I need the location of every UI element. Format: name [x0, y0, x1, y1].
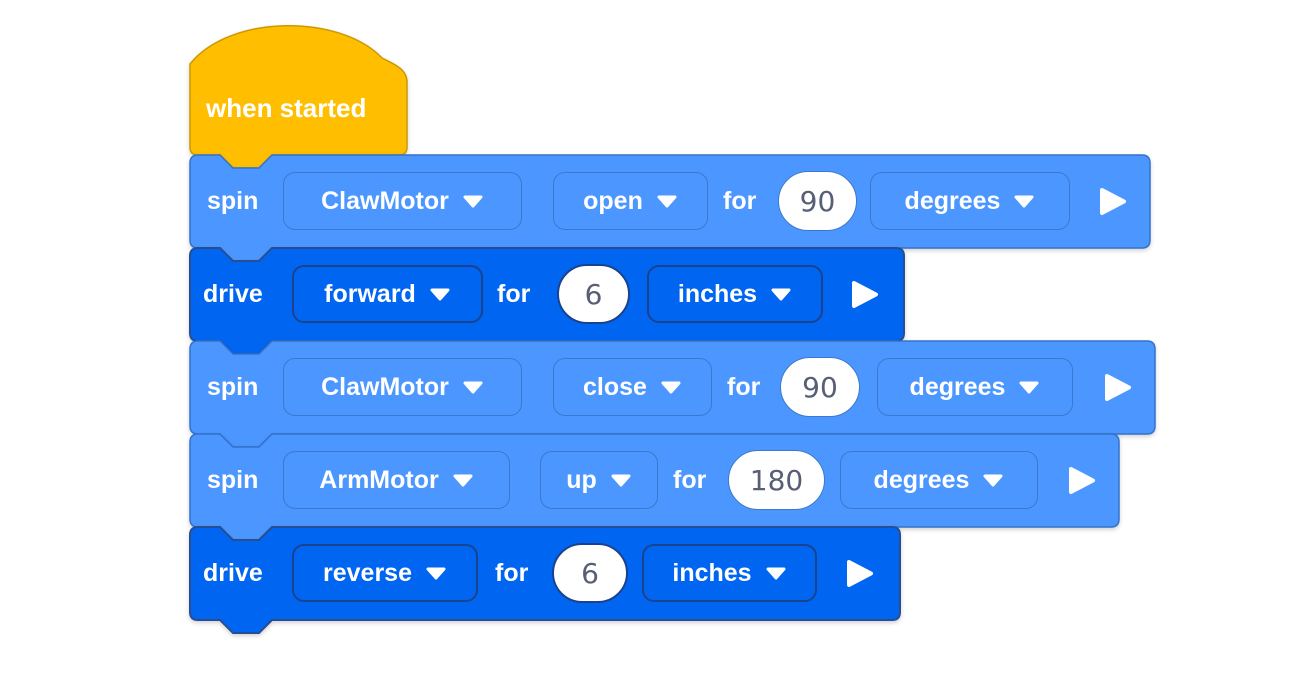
- dropdown-caret-icon: [766, 567, 786, 580]
- run-block-play-icon[interactable]: [1098, 186, 1128, 217]
- spin-block-3-shape[interactable]: [189, 433, 1120, 541]
- value-input[interactable]: 6: [557, 264, 630, 324]
- direction-dropdown[interactable]: close: [553, 358, 712, 416]
- spin-block-2-shape[interactable]: [189, 340, 1156, 448]
- run-block-play-icon[interactable]: [1103, 372, 1133, 403]
- unit-dropdown[interactable]: inches: [647, 265, 823, 323]
- dropdown-caret-icon: [983, 474, 1003, 487]
- dropdown-caret-icon: [463, 195, 483, 208]
- dropdown-caret-icon: [1014, 195, 1034, 208]
- direction-dropdown[interactable]: open: [553, 172, 708, 230]
- unit-dropdown[interactable]: degrees: [870, 172, 1070, 230]
- for-label: for: [497, 280, 531, 308]
- motor-dropdown-value: ClawMotor: [321, 372, 449, 401]
- dropdown-caret-icon: [611, 474, 631, 487]
- unit-dropdown[interactable]: inches: [642, 544, 817, 602]
- value-input[interactable]: 6: [552, 543, 628, 603]
- block-command-label: drive: [203, 559, 263, 587]
- direction-dropdown-value: up: [566, 465, 597, 494]
- dropdown-caret-icon: [426, 567, 446, 580]
- dropdown-caret-icon: [1019, 381, 1039, 394]
- block-command-label: spin: [207, 466, 259, 494]
- direction-dropdown-value: reverse: [323, 558, 412, 587]
- unit-dropdown-value: degrees: [909, 372, 1006, 401]
- direction-dropdown[interactable]: forward: [292, 265, 483, 323]
- direction-dropdown-value: forward: [324, 279, 416, 308]
- dropdown-caret-icon: [430, 288, 450, 301]
- motor-dropdown[interactable]: ClawMotor: [283, 358, 522, 416]
- block-command-label: spin: [207, 187, 259, 215]
- dropdown-caret-icon: [661, 381, 681, 394]
- motor-dropdown-value: ClawMotor: [321, 186, 449, 215]
- for-label: for: [495, 559, 529, 587]
- for-label: for: [673, 466, 707, 494]
- drive-block-2-shape[interactable]: [189, 526, 901, 634]
- block-command-label: spin: [207, 373, 259, 401]
- direction-dropdown[interactable]: up: [540, 451, 658, 509]
- for-label: for: [723, 187, 757, 215]
- direction-dropdown[interactable]: reverse: [292, 544, 478, 602]
- unit-dropdown-value: inches: [672, 558, 752, 587]
- spin-block-1-shape[interactable]: [189, 154, 1151, 262]
- run-block-play-icon[interactable]: [1067, 465, 1097, 496]
- dropdown-caret-icon: [453, 474, 473, 487]
- motor-dropdown[interactable]: ArmMotor: [283, 451, 510, 509]
- value-input[interactable]: 90: [780, 357, 860, 417]
- run-block-play-icon[interactable]: [845, 558, 875, 589]
- run-block-play-icon[interactable]: [850, 279, 880, 310]
- motor-dropdown-value: ArmMotor: [319, 465, 439, 494]
- unit-dropdown-value: degrees: [873, 465, 970, 494]
- for-label: for: [727, 373, 761, 401]
- dropdown-caret-icon: [657, 195, 677, 208]
- unit-dropdown[interactable]: degrees: [877, 358, 1073, 416]
- value-input[interactable]: 90: [778, 171, 857, 231]
- hat-block-label: when started: [206, 93, 367, 123]
- block-command-label: drive: [203, 280, 263, 308]
- unit-dropdown-value: degrees: [904, 186, 1001, 215]
- dropdown-caret-icon: [463, 381, 483, 394]
- motor-dropdown[interactable]: ClawMotor: [283, 172, 522, 230]
- unit-dropdown-value: inches: [677, 279, 758, 308]
- unit-dropdown[interactable]: degrees: [840, 451, 1038, 509]
- value-input[interactable]: 180: [728, 450, 825, 510]
- direction-dropdown-value: open: [583, 186, 643, 215]
- dropdown-caret-icon: [771, 288, 791, 301]
- direction-dropdown-value: close: [583, 372, 647, 401]
